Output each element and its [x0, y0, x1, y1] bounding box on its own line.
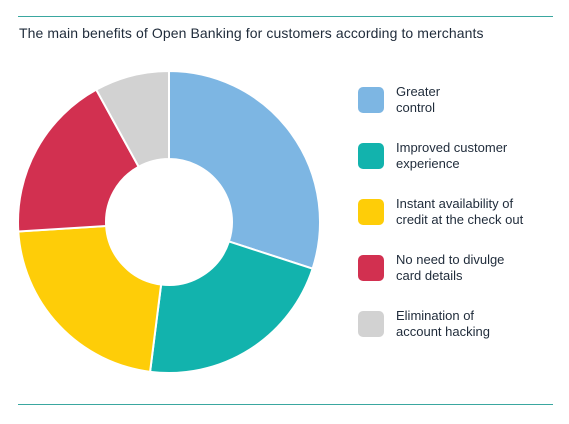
legend-label-line: Elimination of: [396, 308, 475, 323]
chart-title: The main benefits of Open Banking for cu…: [19, 25, 484, 41]
legend-label-line: No need to divulge: [396, 252, 505, 267]
legend-swatch: [358, 255, 384, 281]
donut-slice-1: [168, 69, 321, 270]
legend-swatch: [358, 199, 384, 225]
legend-label-line: credit at the check out: [396, 212, 524, 227]
donut-slice-5: [94, 69, 170, 169]
donut-slice-4: [17, 88, 141, 233]
legend-label-line: account hacking: [396, 324, 490, 339]
legend-label-line: Improved customer: [396, 140, 508, 155]
legend-swatch: [358, 311, 384, 337]
legend-swatch: [358, 87, 384, 113]
legend-swatch: [358, 143, 384, 169]
bottom-divider: [18, 404, 553, 405]
legend-label-line: Greater: [396, 84, 441, 99]
legend-label-line: experience: [396, 156, 460, 171]
legend-label-line: card details: [396, 268, 463, 283]
legend-label-line: Instant availability of: [396, 196, 514, 211]
donut-slice-3: [17, 224, 163, 373]
legend-label-line: control: [396, 100, 436, 115]
top-divider: [18, 16, 553, 17]
donut-slice-2: [148, 240, 314, 374]
